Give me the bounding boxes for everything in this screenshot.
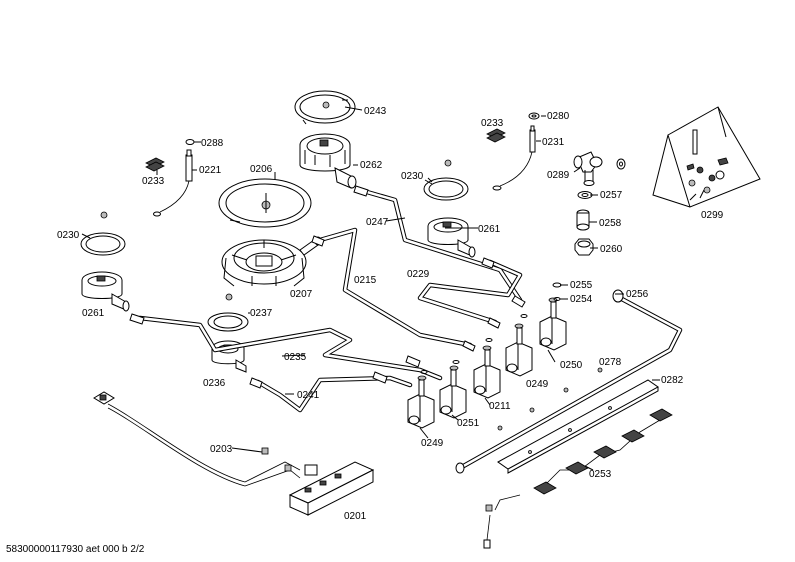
- label-0254: 0254: [570, 294, 593, 305]
- part-0250-gas-valve-e: [539, 297, 567, 351]
- label-0261-right: 0261: [478, 224, 501, 235]
- part-0243-burner-cap-plate: [294, 90, 356, 125]
- part-0215-gas-pipe: [311, 227, 476, 352]
- label-0241: 0241: [297, 390, 320, 401]
- label-0207: 0207: [290, 289, 313, 300]
- part-0289-elbow-fitting: [573, 151, 603, 186]
- label-0250: 0250: [560, 360, 583, 371]
- label-0230-right: 0230: [401, 171, 424, 182]
- label-0260: 0260: [600, 244, 623, 255]
- part-0201-spark-generator: [288, 461, 375, 516]
- part-0253-ignition-switches: [483, 408, 673, 549]
- part-0211-gas-valve-c: [473, 345, 501, 399]
- part-0247-gas-pipe: [353, 185, 526, 308]
- label-0203: 0203: [210, 444, 233, 455]
- part-0235-gas-pipe: [129, 313, 443, 381]
- label-0215: 0215: [354, 275, 377, 286]
- part-0288-cap: [185, 139, 197, 145]
- part-0233-clip-left: [145, 157, 165, 175]
- part-0299-parts-bag: [652, 106, 761, 208]
- part-0249-gas-valve-d: [505, 323, 533, 377]
- part-0260-nut: [574, 238, 594, 256]
- part-0207-burner-base: [221, 236, 322, 287]
- label-0231: 0231: [542, 137, 565, 148]
- label-0247: 0247: [366, 217, 389, 228]
- part-0282-control-panel-strip: [497, 379, 659, 474]
- part-0256-gas-manifold: [455, 289, 683, 474]
- label-0253: 0253: [589, 469, 612, 480]
- label-0233-right: 0233: [481, 118, 504, 129]
- part-0241-gas-pipe: [249, 371, 413, 413]
- label-0256: 0256: [626, 289, 649, 300]
- label-0255: 0255: [570, 280, 593, 291]
- label-0299: 0299: [701, 210, 724, 221]
- part-0230-ring-left: [80, 211, 126, 256]
- part-0221-ignition-electrode: [153, 149, 197, 217]
- label-0249-left: 0249: [421, 438, 444, 449]
- label-0230-left: 0230: [57, 230, 80, 241]
- label-0206: 0206: [250, 164, 273, 175]
- leader-lines: [197, 106, 660, 471]
- part-0237-ring: [207, 293, 249, 332]
- label-0258: 0258: [599, 218, 622, 229]
- part-0261-small-burner-right: [427, 217, 476, 258]
- part-0206-burner-ring: [218, 172, 312, 228]
- part-0262-burner-cup: [299, 133, 357, 189]
- label-0201: 0201: [344, 511, 367, 522]
- label-0249-right: 0249: [526, 379, 549, 390]
- label-0278: 0278: [599, 357, 622, 368]
- part-0231-thermocouple: [492, 125, 536, 191]
- label-0211: 0211: [489, 401, 511, 412]
- label-0257: 0257: [600, 190, 623, 201]
- part-0203-cable-harness: [93, 391, 318, 487]
- part-0258-nipple: [576, 209, 590, 231]
- part-0251-gas-valve-b: [439, 365, 467, 419]
- part-0233-clip-right: [486, 128, 506, 143]
- label-0236: 0236: [203, 378, 226, 389]
- label-0288: 0288: [201, 138, 224, 149]
- label-0261-left: 0261: [82, 308, 105, 319]
- label-0280: 0280: [547, 111, 570, 122]
- label-0229: 0229: [407, 269, 430, 280]
- label-0235: 0235: [284, 352, 307, 363]
- part-0257-seal: [577, 158, 626, 199]
- label-0221: 0221: [199, 165, 222, 176]
- label-0282: 0282: [661, 375, 684, 386]
- label-0289: 0289: [547, 170, 570, 181]
- drawing-reference-footer: 58300000117930 aet 000 b 2/2: [6, 544, 145, 555]
- label-0251: 0251: [457, 418, 480, 429]
- part-labels: 0288 0221 0233 0206 0243 0262 0233 0280 …: [57, 106, 724, 522]
- part-0261-small-burner-left: [81, 271, 130, 312]
- label-0262: 0262: [360, 160, 383, 171]
- part-0229-gas-pipe: [417, 257, 523, 329]
- part-0230-ring-right: [423, 159, 469, 201]
- label-0243: 0243: [364, 106, 387, 117]
- part-0249-gas-valve-a: [407, 375, 435, 429]
- label-0233-left: 0233: [142, 176, 165, 187]
- label-0237: 0237: [250, 308, 273, 319]
- part-0280-washer: [528, 112, 540, 120]
